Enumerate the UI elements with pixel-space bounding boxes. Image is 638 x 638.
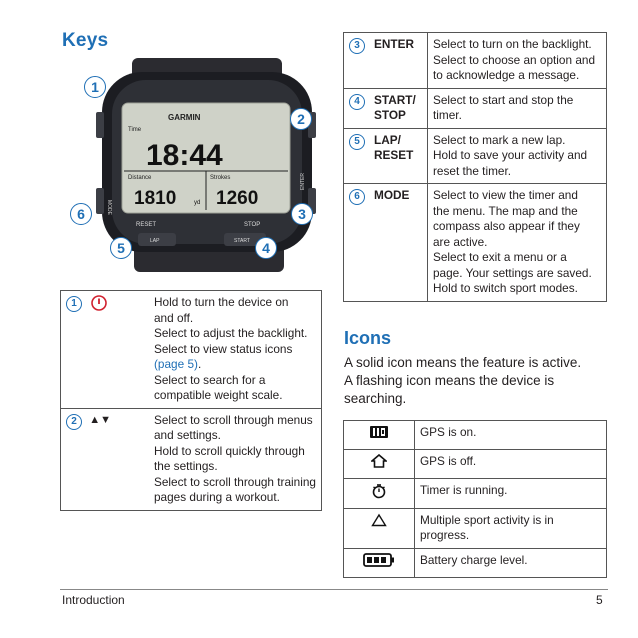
watch-start-label: START bbox=[234, 238, 250, 244]
watch-strokes-value: 1260 bbox=[216, 188, 258, 209]
watch-lap-label: LAP bbox=[150, 238, 160, 244]
key-row-6: 6 MODE Select to view the timer and the … bbox=[343, 183, 607, 302]
callout-1: 1 bbox=[84, 76, 106, 98]
keys-table-left: 1 Hold to turn the device on and off. Se… bbox=[60, 290, 322, 511]
page-5-link[interactable]: (page 5) bbox=[154, 357, 198, 371]
watch-distance-unit: yd bbox=[194, 200, 200, 206]
mode-key-name: MODE bbox=[369, 183, 428, 302]
callout-3: 3 bbox=[291, 203, 313, 225]
callout-4: 4 bbox=[255, 237, 277, 259]
row-1-description: Hold to turn the device on and off. Sele… bbox=[149, 290, 322, 409]
row-5-description: Select to mark a new lap. Hold to save y… bbox=[427, 127, 607, 184]
lap-reset-key-name: LAP/ RESET bbox=[369, 127, 428, 184]
watch-distance-label: Distance bbox=[128, 175, 152, 181]
keys-table-right: 3 ENTER Select to turn on the backlight.… bbox=[343, 32, 607, 302]
power-icon bbox=[91, 295, 108, 316]
icons-heading: Icons bbox=[344, 328, 392, 348]
mode-button bbox=[96, 188, 104, 214]
up-down-arrows-icon: ▲▼ bbox=[89, 413, 112, 426]
multisport-text: Multiple sport activity is in progress. bbox=[414, 507, 607, 549]
row-number-6: 6 bbox=[349, 189, 365, 205]
icon-row-battery: Battery charge level. bbox=[343, 547, 607, 578]
battery-icon bbox=[363, 552, 395, 570]
icon-row-multisport: Multiple sport activity is in progress. bbox=[343, 507, 607, 549]
watch-illustration: GARMIN Time 18:44 Distance 1810 yd Strok… bbox=[72, 58, 330, 272]
gps-off-icon bbox=[369, 453, 389, 471]
key-row-5: 5 LAP/ RESET Select to mark a new lap. H… bbox=[343, 127, 607, 184]
footer-section: Introduction bbox=[62, 593, 125, 607]
row-1-line: Hold to turn the device on bbox=[154, 295, 289, 309]
timer-text: Timer is running. bbox=[414, 478, 607, 509]
icons-intro: A solid icon means the feature is active… bbox=[344, 355, 582, 406]
row-2-line: Hold to scroll quickly through bbox=[154, 443, 305, 458]
watch-mode-label: MODE bbox=[106, 200, 112, 216]
watch-time-label: Time bbox=[128, 127, 142, 133]
page-link-line: (page 5). bbox=[154, 357, 202, 371]
row-1-line: and off. bbox=[154, 310, 194, 325]
icon-row-gps-off: GPS is off. bbox=[343, 449, 607, 479]
timer-icon bbox=[371, 484, 387, 502]
start-stop-key-name: START/ STOP bbox=[369, 87, 428, 129]
row-4-description: Select to start and stop the timer. bbox=[427, 87, 607, 129]
row-number-4: 4 bbox=[349, 93, 365, 110]
icons-table: GPS is on. GPS is off. Timer i bbox=[343, 420, 607, 578]
footer-rule bbox=[60, 589, 608, 590]
watch-time-value: 18:44 bbox=[146, 139, 223, 172]
row-2-line: Select to scroll through menus bbox=[154, 412, 313, 427]
row-2-line: and settings. bbox=[154, 428, 221, 442]
callout-6: 6 bbox=[70, 203, 92, 225]
gps-on-text: GPS is on. bbox=[414, 420, 607, 450]
watch-distance-value: 1810 bbox=[134, 188, 176, 209]
icon-row-gps-on: GPS is on. bbox=[343, 420, 607, 450]
row-3-description: Select to turn on the backlight. Select … bbox=[427, 32, 607, 89]
row-2-line: Select to scroll through training bbox=[154, 474, 316, 489]
callout-5: 5 bbox=[110, 237, 132, 259]
enter-key-name: ENTER bbox=[369, 32, 428, 89]
row-1-line: Select to view status icons bbox=[154, 341, 293, 356]
keys-heading: Keys bbox=[62, 30, 109, 51]
row-number-3: 3 bbox=[349, 38, 365, 54]
watch-strokes-label: Strokes bbox=[210, 175, 230, 181]
watch-reset-label: RESET bbox=[136, 222, 156, 228]
icon-row-timer: Timer is running. bbox=[343, 478, 607, 509]
row-2-line: pages during a workout. bbox=[154, 490, 280, 504]
key-row-2: 2 ▲▼ Select to scroll through menus and … bbox=[60, 407, 322, 511]
watch-screen bbox=[121, 102, 291, 214]
watch-brand: GARMIN bbox=[168, 113, 201, 122]
gps-off-text: GPS is off. bbox=[414, 449, 607, 479]
key-row-3: 3 ENTER Select to turn on the backlight.… bbox=[343, 32, 607, 89]
row-1-line: Select to search for a bbox=[154, 372, 266, 387]
lap-button bbox=[138, 233, 176, 246]
page-number: 5 bbox=[596, 593, 603, 607]
row-1-line: Select to adjust the backlight. bbox=[154, 326, 308, 340]
row-2-description: Select to scroll through menus and setti… bbox=[149, 407, 322, 511]
power-button bbox=[96, 112, 104, 138]
key-row-1: 1 Hold to turn the device on and off. Se… bbox=[60, 290, 322, 409]
row-2-line: the settings. bbox=[154, 459, 218, 473]
battery-text: Battery charge level. bbox=[414, 547, 607, 578]
watch-stop-label: STOP bbox=[244, 222, 260, 228]
gps-on-icon bbox=[369, 426, 389, 442]
key-row-4: 4 START/ STOP Select to start and stop t… bbox=[343, 87, 607, 129]
row-6-description: Select to view the timer and the menu. T… bbox=[427, 183, 607, 302]
watch-enter-label: ENTER bbox=[300, 173, 306, 190]
callout-2: 2 bbox=[290, 108, 312, 130]
row-1-line: compatible weight scale. bbox=[154, 388, 283, 402]
row-number-5: 5 bbox=[349, 133, 365, 150]
row-number-2: 2 bbox=[66, 413, 82, 430]
row-number-1: 1 bbox=[66, 296, 82, 312]
multisport-icon bbox=[371, 513, 387, 530]
